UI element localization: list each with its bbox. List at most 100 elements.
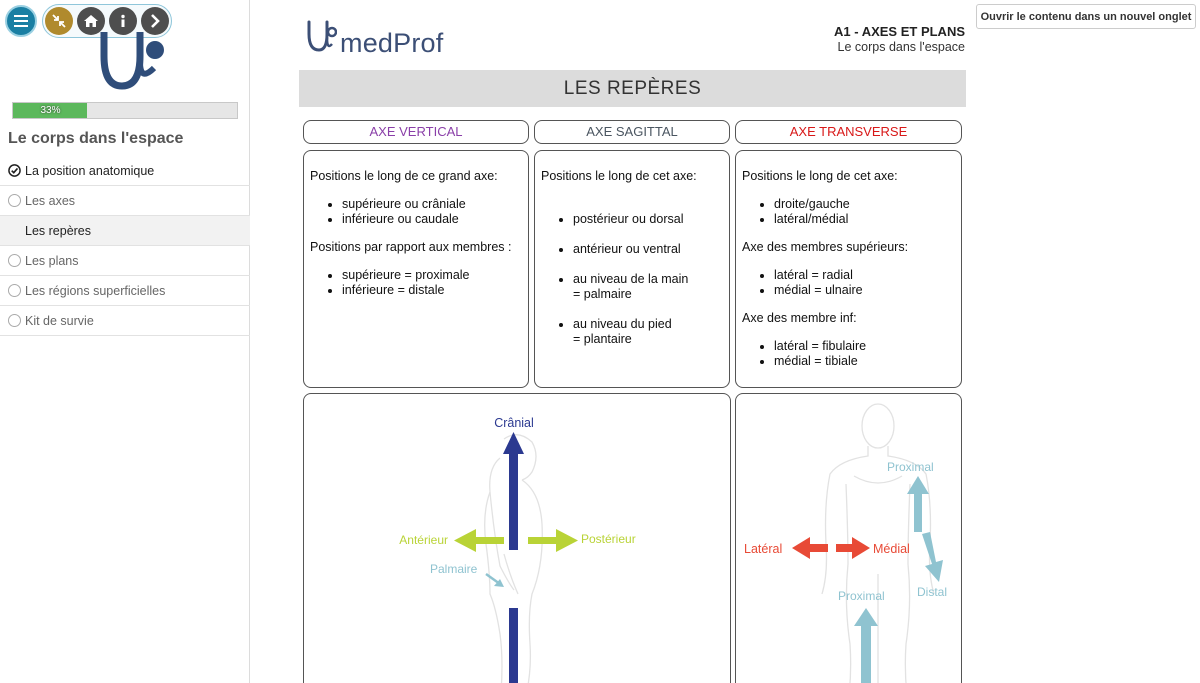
- arrow-posterior-head: [556, 529, 578, 552]
- circle-icon: [8, 254, 21, 267]
- toc-item-les-reperes[interactable]: Les repères: [0, 216, 250, 246]
- list-item: latéral = radial: [774, 268, 955, 283]
- arrow-anterior-shaft: [474, 537, 504, 544]
- check-circle-icon: [8, 164, 21, 177]
- arrow-distal-down: [922, 532, 943, 582]
- collapse-button[interactable]: [45, 7, 73, 35]
- axis-cranial-shaft: [509, 452, 518, 550]
- section-title: LES REPÈRES: [299, 70, 966, 107]
- list-item: supérieure ou crâniale: [342, 197, 522, 212]
- collapse-arrows-icon: [52, 14, 66, 28]
- list-item: antérieur ou ventral: [573, 242, 723, 257]
- arrow-proximal-up: [907, 476, 929, 532]
- list-item: au niveau de la main = palmaire: [573, 272, 723, 302]
- arrow-medial-head: [852, 537, 870, 559]
- axis-caudal-shaft: [509, 608, 518, 683]
- menu-button[interactable]: [5, 5, 37, 37]
- arrow-lateral-shaft: [808, 544, 828, 552]
- module-subtitle: Le corps dans l'espace: [837, 40, 965, 54]
- axis-vertical-header: AXE VERTICAL: [303, 120, 529, 144]
- open-new-tab-button[interactable]: Ouvrir le contenu dans un nouvel onglet: [976, 4, 1196, 29]
- next-button[interactable]: [141, 7, 169, 35]
- home-icon: [84, 15, 98, 27]
- front-view-illustration: Proximal Latéral Médial Distal Proximal: [744, 403, 947, 683]
- list-item: inférieure = distale: [342, 283, 522, 298]
- axis-transverse-card: Positions le long de cet axe: droite/gau…: [735, 150, 962, 388]
- hamburger-icon: [14, 15, 28, 27]
- info-icon: [121, 14, 125, 27]
- toc-item-label: Les plans: [25, 253, 79, 268]
- label-proximal-bottom: Proximal: [838, 589, 885, 603]
- list-item: droite/gauche: [774, 197, 955, 212]
- list-item: médial = ulnaire: [774, 283, 955, 298]
- toc-item-label: Les axes: [25, 193, 76, 208]
- label-palmar: Palmaire: [430, 562, 478, 576]
- toc-item-label: Kit de survie: [25, 313, 94, 328]
- circle-icon: [8, 284, 21, 297]
- arrow-anterior-head: [454, 529, 476, 552]
- arrow-medial-shaft: [836, 544, 854, 552]
- module-code: A1 - AXES ET PLANS: [834, 24, 965, 39]
- list-item: latéral/médial: [774, 212, 955, 227]
- figure-side-view: Crânial Antérieur Postérieur Palmaire: [303, 393, 731, 683]
- side-view-illustration: Crânial Antérieur Postérieur Palmaire: [399, 416, 636, 683]
- stethoscope-logo: [100, 32, 164, 90]
- list-item: supérieure = proximale: [342, 268, 522, 283]
- home-button[interactable]: [77, 7, 105, 35]
- label-distal: Distal: [917, 585, 947, 599]
- sidebar: 33% Le corps dans l'espace La position a…: [0, 0, 250, 683]
- arrow-posterior-shaft: [528, 537, 558, 544]
- course-title: Le corps dans l'espace: [8, 130, 184, 147]
- list-item: au niveau du pied = plantaire: [573, 317, 723, 347]
- card-list: postérieur ou dorsal antérieur ou ventra…: [573, 197, 723, 362]
- brand-name: medProf: [340, 28, 444, 58]
- axis-transverse-header: AXE TRANSVERSE: [735, 120, 962, 144]
- card-paragraph: Positions par rapport aux membres :: [310, 240, 512, 254]
- axis-sagittal-card: Positions le long de cet axe: postérieur…: [534, 150, 730, 388]
- label-anterior: Antérieur: [399, 533, 448, 547]
- info-button[interactable]: [109, 7, 137, 35]
- list-item: latéral = fibulaire: [774, 339, 955, 354]
- label-proximal-top: Proximal: [887, 460, 934, 474]
- label-posterior: Postérieur: [581, 532, 636, 546]
- arrow-lateral-head: [792, 537, 810, 559]
- toc-item-kit-de-survie[interactable]: Kit de survie: [0, 306, 250, 336]
- list-item: postérieur ou dorsal: [573, 212, 723, 227]
- content-area: medProf A1 - AXES ET PLANS Le corps dans…: [251, 0, 971, 683]
- toc-item-label: Les repères: [25, 223, 92, 238]
- card-list: latéral = fibulaire médial = tibiale: [774, 339, 955, 369]
- progress-bar: 33%: [12, 102, 238, 119]
- list-item: inférieure ou caudale: [342, 212, 522, 227]
- body-outline-side: [484, 434, 543, 683]
- table-of-contents: La position anatomique Les axes Les repè…: [0, 156, 250, 336]
- toc-item-regions-superficielles[interactable]: Les régions superficielles: [0, 276, 250, 306]
- card-paragraph: Axe des membres supérieurs:: [742, 240, 909, 254]
- toc-item-les-axes[interactable]: Les axes: [0, 186, 250, 216]
- toc-item-position-anatomique[interactable]: La position anatomique: [0, 156, 250, 186]
- circle-icon: [8, 314, 21, 327]
- card-list: supérieure ou crâniale inférieure ou cau…: [342, 197, 522, 227]
- chevron-right-icon: [151, 14, 160, 28]
- card-list: latéral = radial médial = ulnaire: [774, 268, 955, 298]
- axis-vertical-card: Positions le long de ce grand axe: supér…: [303, 150, 529, 388]
- toc-item-label: La position anatomique: [25, 163, 155, 178]
- label-lateral: Latéral: [744, 542, 782, 556]
- figure-front-view: Proximal Latéral Médial Distal Proximal: [735, 393, 962, 683]
- stethoscope-icon: [307, 20, 337, 52]
- progress-fill: [13, 103, 87, 118]
- toc-item-les-plans[interactable]: Les plans: [0, 246, 250, 276]
- list-item: médial = tibiale: [774, 354, 955, 369]
- label-medial: Médial: [873, 542, 910, 556]
- card-paragraph: Axe des membre inf:: [742, 311, 857, 325]
- card-paragraph: Positions le long de cet axe:: [541, 169, 697, 183]
- card-list: supérieure = proximale inférieure = dist…: [342, 268, 522, 298]
- brand: medProf: [305, 16, 443, 58]
- card-paragraph: Positions le long de cet axe:: [742, 169, 898, 183]
- arrow-palmar-head: [494, 579, 504, 587]
- card-list: droite/gauche latéral/médial: [774, 197, 955, 227]
- arrow-proximal-bottom: [854, 608, 878, 683]
- progress-label: 33%: [40, 105, 61, 116]
- nav-toolbar: [42, 4, 172, 38]
- toc-item-label: Les régions superficielles: [25, 283, 166, 298]
- axis-sagittal-header: AXE SAGITTAL: [534, 120, 730, 144]
